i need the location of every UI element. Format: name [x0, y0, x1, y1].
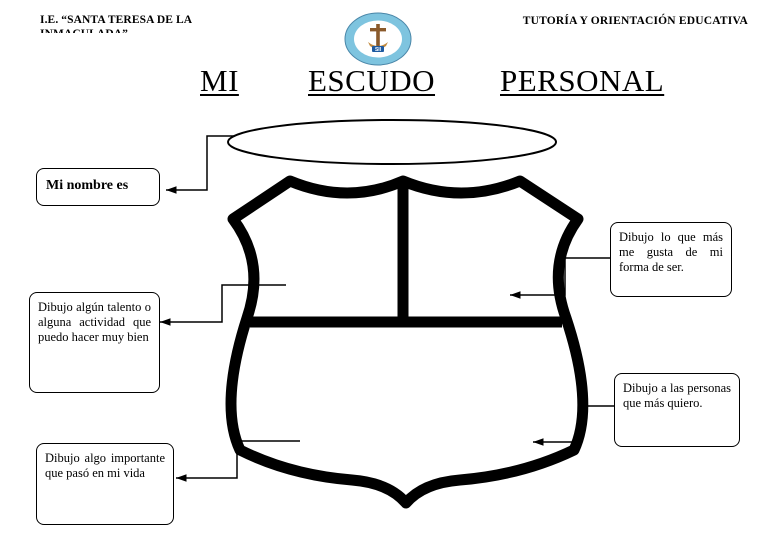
title-word-personal: PERSONAL	[500, 63, 665, 98]
people-box: Dibujo a las personas que más quiero.	[614, 373, 740, 447]
talent-box-text: Dibujo algún talento o alguna actividad …	[38, 300, 151, 344]
shield-outline	[225, 175, 589, 509]
like-box-text: Dibujo lo que más me gusta de mi forma d…	[619, 230, 723, 274]
event-box-text: Dibujo algo importante que pasó en mi vi…	[45, 451, 165, 480]
arrow-talent	[160, 284, 286, 326]
logo-initials: SII	[375, 47, 382, 53]
title-word-escudo: ESCUDO	[308, 63, 436, 98]
like-box: Dibujo lo que más me gusta de mi forma d…	[610, 222, 732, 297]
department-name: TUTORÍA Y ORIENTACIÓN EDUCATIVA	[522, 15, 748, 27]
name-oval	[227, 119, 557, 165]
arrow-like	[510, 257, 612, 299]
people-box-text: Dibujo a las personas que más quiero.	[623, 381, 731, 410]
arrow-people	[533, 405, 614, 446]
title-word-mi: MI	[200, 63, 239, 98]
school-crest-logo: SII	[342, 12, 414, 66]
name-box: Mi nombre es	[36, 168, 160, 206]
event-box: Dibujo algo importante que pasó en mi vi…	[36, 443, 174, 525]
name-box-text: Mi nombre es	[46, 178, 129, 193]
arrow-event	[176, 440, 300, 482]
talent-box: Dibujo algún talento o alguna actividad …	[29, 292, 160, 393]
arrow-name	[166, 135, 234, 194]
school-name: I.E. “SANTA TERESA DE LA INMACULADA”	[40, 14, 192, 33]
